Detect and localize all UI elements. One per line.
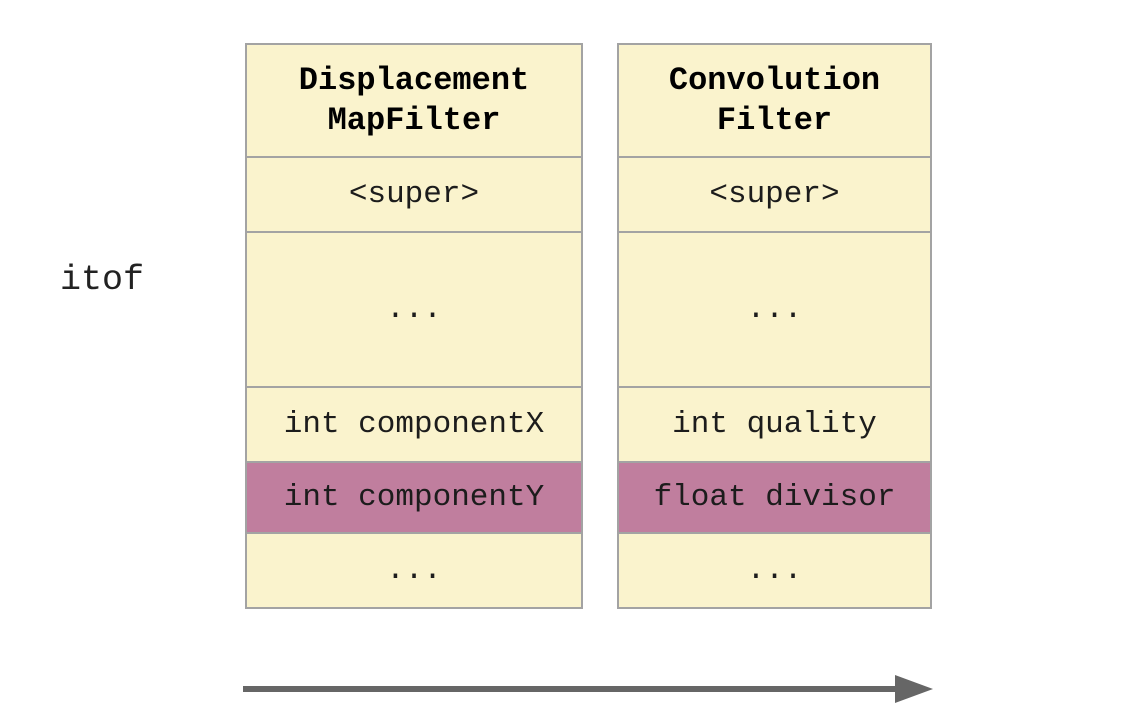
table-row-ellipsis: ... — [619, 532, 930, 607]
class-title-line: Convolution — [668, 61, 881, 99]
table-row-field-highlighted: int componentY — [247, 461, 581, 532]
class-table-convolution-filter: Convolution Filter <super> ... int quali… — [617, 43, 932, 609]
class-title: Convolution Filter — [619, 45, 930, 156]
class-title: Displacement MapFilter — [247, 45, 581, 156]
table-row-super: <super> — [247, 156, 581, 231]
class-title-line: Filter — [716, 101, 833, 139]
table-row-field: int quality — [619, 386, 930, 461]
right-arrow-icon — [243, 675, 933, 703]
class-table-displacement-map-filter: Displacement MapFilter <super> ... int c… — [245, 43, 583, 609]
table-row-ellipsis: ... — [619, 231, 930, 386]
class-title-line: Displacement — [298, 61, 530, 99]
table-row-ellipsis: ... — [247, 231, 581, 386]
table-row-field-highlighted: float divisor — [619, 461, 930, 532]
table-row-super: <super> — [619, 156, 930, 231]
table-row-ellipsis: ... — [247, 532, 581, 607]
class-title-line: MapFilter — [327, 101, 501, 139]
itof-label: itof — [60, 260, 145, 300]
table-row-field: int componentX — [247, 386, 581, 461]
